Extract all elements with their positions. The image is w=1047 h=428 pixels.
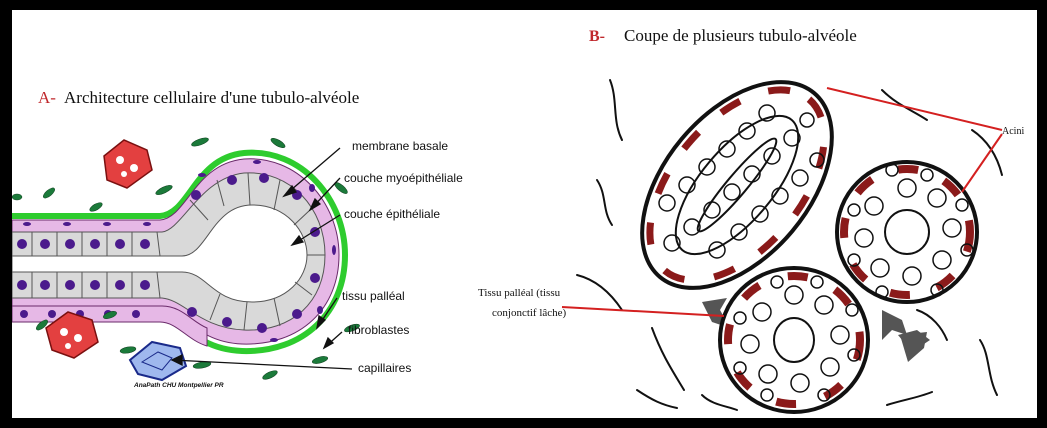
label-fibroblastes: fibroblastes [348, 323, 409, 337]
credit-text: AnaPath CHU Montpellier PR [133, 382, 224, 389]
acinus-bottom [720, 268, 868, 412]
panel-b: B- Coupe de plusieurs tubulo-alvéole [478, 26, 1024, 412]
figure-panel: A- Architecture cellulaire d'une tubulo-… [12, 10, 1037, 418]
panel-a-title: Architecture cellulaire d'une tubulo-alv… [64, 88, 359, 107]
label-tissu-palleal-b-1: Tissu palléal (tissu [478, 287, 561, 299]
panel-b-letter: B- [589, 28, 605, 45]
label-tissu-palleal-b-2: conjonctif lâche) [492, 307, 567, 319]
label-membrane-basale: membrane basale [352, 139, 448, 153]
panel-a-letter: A- [38, 88, 56, 107]
acinus-right [837, 162, 977, 302]
label-couche-myoepitheliale: couche myoépithéliale [344, 171, 463, 185]
figure-canvas: A- Architecture cellulaire d'une tubulo-… [12, 10, 1037, 418]
panel-b-title: Coupe de plusieurs tubulo-alvéole [624, 26, 857, 45]
red-capillary-top [104, 140, 152, 188]
label-couche-epitheliale: couche épithéliale [344, 207, 440, 221]
label-tissu-palleal: tissu palléal [342, 289, 405, 303]
label-acini: Acini [1002, 126, 1024, 137]
label-capillaires: capillaires [358, 361, 411, 375]
panel-a: A- Architecture cellulaire d'une tubulo-… [12, 88, 463, 389]
